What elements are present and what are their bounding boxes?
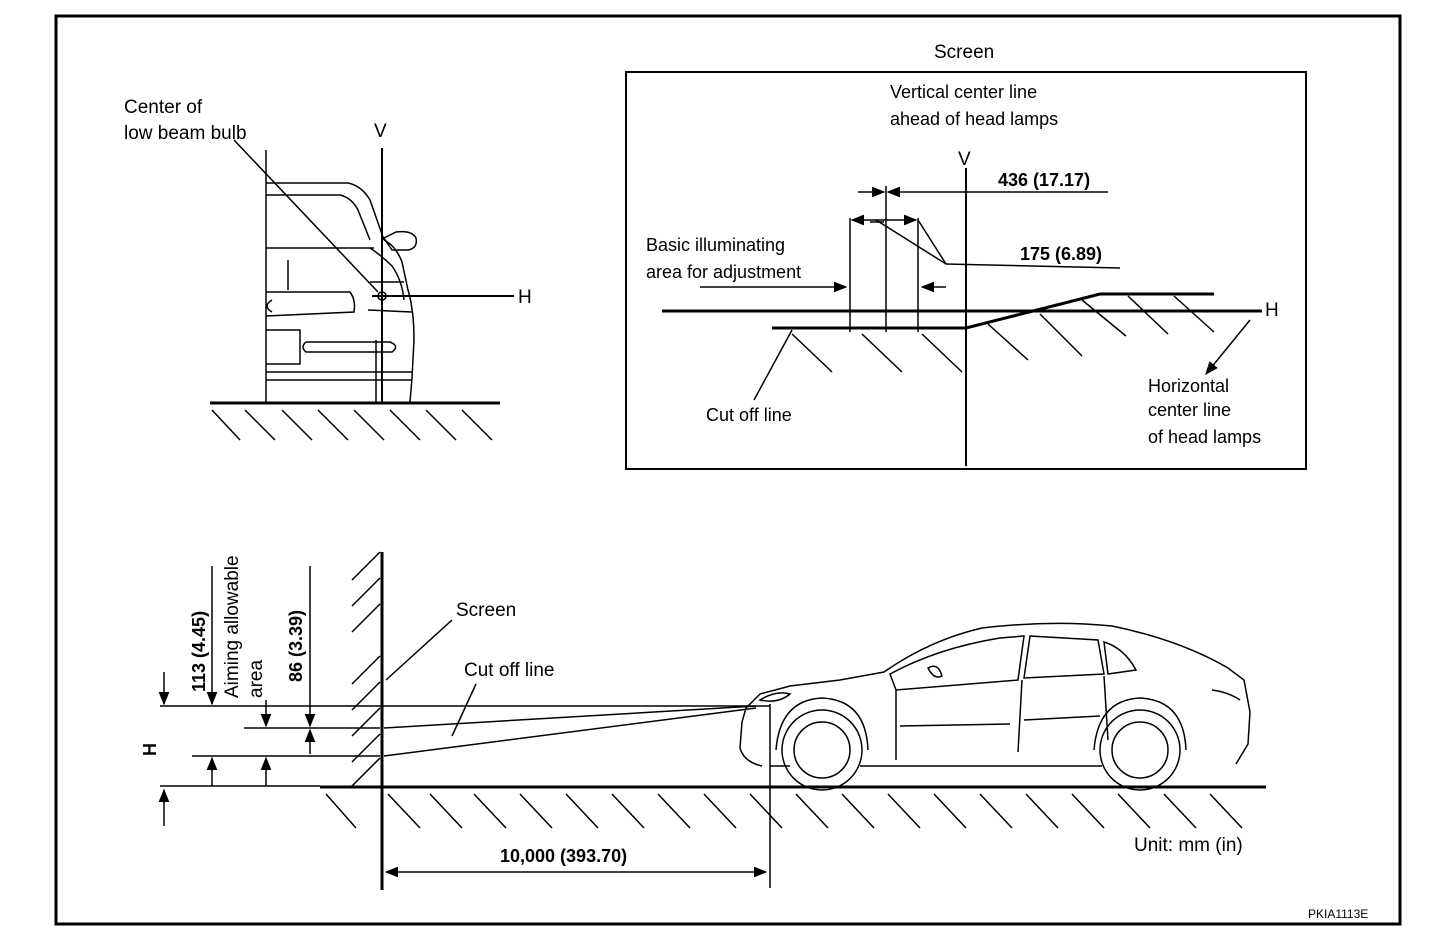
distance-label: 10,000 (393.70) <box>500 846 627 866</box>
aiming-label-line2: area <box>246 660 267 698</box>
screen-panel-title: Screen <box>934 42 994 63</box>
side-ground-hatch <box>325 793 1243 829</box>
screen-cutoff-line <box>772 292 1214 330</box>
vcl-label-line1: Vertical center line <box>890 82 1037 102</box>
front-ground-hatch <box>211 409 493 441</box>
front-view: V H Center of low beam bulb <box>124 97 532 441</box>
cutoff-hatch <box>791 295 1215 373</box>
bulb-center-marker <box>377 291 387 301</box>
basic-area-label-line1: Basic illuminating <box>646 235 785 255</box>
side-view: Screen Cut off line 113 (4.45) Aiming al… <box>140 551 1266 890</box>
aiming-label-line1: Aiming allowable <box>222 555 243 698</box>
bulb-label-line2: low beam bulb <box>124 123 247 144</box>
screen-panel-frame <box>625 71 1307 470</box>
hcl-label-line1: Horizontal <box>1148 376 1229 396</box>
front-h-label: H <box>518 287 532 308</box>
screen-cutoff-label: Cut off line <box>706 405 792 425</box>
dim-436-label: 436 (17.17) <box>998 170 1090 190</box>
dim-86-label: 86 (3.39) <box>286 610 306 682</box>
side-cutoff-label: Cut off line <box>464 660 554 681</box>
screen-panel: Screen Vertical center line ahead of hea… <box>625 42 1307 470</box>
side-screen-label: Screen <box>456 600 516 621</box>
side-h-label: H <box>140 743 160 756</box>
screen-wall-hatch <box>351 551 381 787</box>
dim-113-label: 113 (4.45) <box>189 611 209 692</box>
screen-h-label: H <box>1265 300 1279 321</box>
car-side-outline <box>739 622 1251 791</box>
beam-lines <box>383 705 757 757</box>
diagram-frame <box>54 14 1402 926</box>
vcl-label-line2: ahead of head lamps <box>890 109 1058 129</box>
basic-area-label-line2: area for adjustment <box>646 262 801 282</box>
front-v-label: V <box>374 121 387 142</box>
hcl-label-line3: of head lamps <box>1148 427 1261 447</box>
screen-v-label: V <box>958 149 971 170</box>
dim-175-label: 175 (6.89) <box>1020 244 1102 264</box>
unit-label: Unit: mm (in) <box>1134 835 1243 856</box>
figure-id: PKIA1113E <box>1308 907 1368 921</box>
car-front-outline <box>265 150 418 403</box>
bulb-label-line1: Center of <box>124 97 203 118</box>
basic-area-guides <box>849 186 1121 332</box>
hcl-label-line2: center line <box>1148 400 1231 420</box>
